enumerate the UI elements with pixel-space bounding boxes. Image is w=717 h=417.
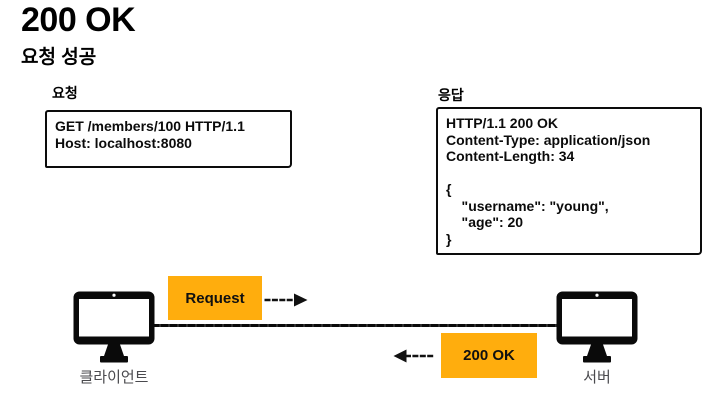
response-box-label: 응답	[438, 87, 464, 103]
request-box-label: 요청	[52, 85, 78, 101]
request-arrow-right-icon	[264, 293, 308, 307]
request-badge: Request	[168, 276, 262, 320]
client-monitor-icon	[73, 291, 155, 363]
client-label: 클라이언트	[79, 369, 149, 386]
response-arrow-left-icon	[393, 349, 434, 363]
request-message-box: GET /members/100 HTTP/1.1 Host: localhos…	[45, 110, 292, 168]
response-message-box: HTTP/1.1 200 OK Content-Type: applicatio…	[436, 107, 702, 255]
page-subtitle: 요청 성공	[21, 47, 97, 68]
server-monitor-icon	[556, 291, 638, 363]
server-label: 서버	[583, 369, 611, 386]
client-server-connection-line	[152, 324, 559, 327]
response-badge: 200 OK	[441, 333, 537, 378]
page-title: 200 OK	[21, 1, 136, 39]
